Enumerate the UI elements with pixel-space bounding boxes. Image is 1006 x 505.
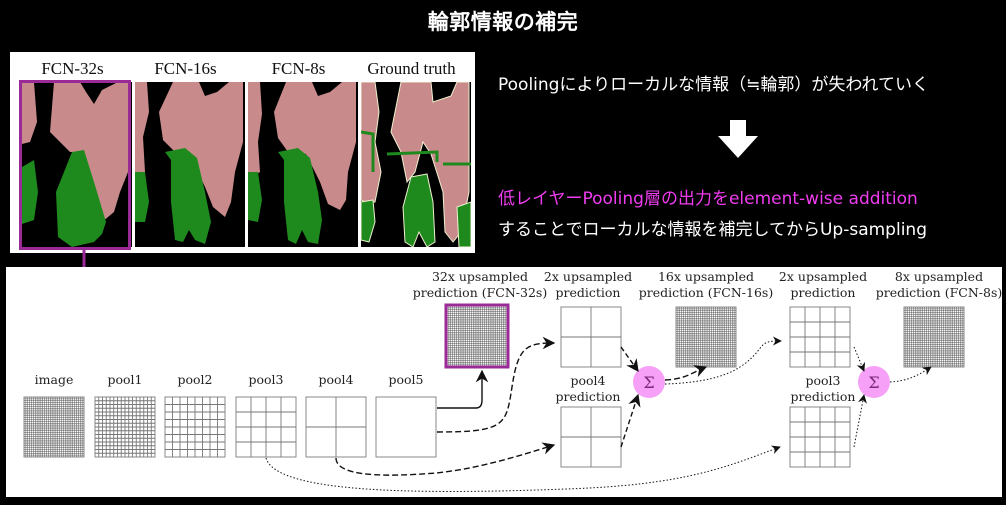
label-pool3-pred-line2: prediction	[791, 389, 856, 404]
sum-symbol-2: Σ	[868, 373, 879, 392]
segmentation-ground-truth	[361, 82, 471, 247]
label-32x-line2: prediction (FCN-32s)	[413, 285, 547, 300]
label-pool4-pred-line2: prediction	[556, 389, 621, 404]
fcn32s-output-grid	[446, 305, 508, 367]
label-16x-line2: prediction (FCN-16s)	[639, 285, 773, 300]
layer-grid-pool4	[305, 396, 367, 458]
label-fcn16s: FCN-16s	[154, 59, 217, 78]
note-element-wise-addition: 低レイヤーPooling層の出力をelement-wise addition	[498, 189, 918, 209]
slide-title: 輪郭情報の補完	[427, 10, 579, 34]
fcn16s-output-grid	[675, 306, 737, 368]
sum-symbol-1: Σ	[643, 373, 654, 392]
segmentation-fcn16s	[135, 82, 245, 247]
note-pooling-loses-local-info: Poolingによりローカルな情報（≒輪郭）が失われていく	[498, 75, 930, 95]
layer-grid-pool1	[94, 396, 156, 458]
label-pool3-pred-line1: pool3	[805, 373, 840, 388]
label-32x-line1: 32x upsampled	[432, 269, 528, 284]
pool3-prediction-grid	[789, 406, 851, 468]
label-2x-b-line1: 2x upsampled	[779, 269, 867, 284]
arrow-pool3-to-pool3-prediction	[265, 445, 781, 492]
arrow-sum2-to-fcn8s	[889, 366, 932, 383]
segmentation-fcn8s	[248, 82, 358, 247]
note-upsampling: することでローカルな情報を補完してからUp-sampling	[498, 220, 927, 240]
fcn32s-highlight-frame	[444, 303, 510, 369]
grid	[560, 306, 622, 368]
layer-label-image: image	[35, 372, 74, 387]
grid	[789, 306, 851, 368]
down-arrow-icon	[718, 120, 758, 158]
label-2x-b-line2: prediction	[791, 285, 856, 300]
2x-upsampled-grid-b	[789, 306, 851, 368]
arrow-pool4pred-to-sum1	[620, 393, 641, 448]
segmentation-comparison-panel: FCN-32s FCN-16s FCN-8s Ground truth	[10, 52, 475, 253]
layer-label-pool4: pool4	[318, 372, 353, 387]
fcn-architecture-diagram: image pool1 pool2 pool3 pool4 pool5 32x …	[6, 267, 1002, 497]
label-2x-a-line1: 2x upsampled	[544, 269, 632, 284]
arrow-sum1-to-2x-b	[664, 336, 782, 385]
label-8x-line2: prediction (FCN-8s)	[876, 285, 1002, 300]
segmentation-fcn32s	[22, 82, 132, 247]
layer-label-pool2: pool2	[177, 372, 212, 387]
label-ground-truth: Ground truth	[367, 59, 456, 78]
layer-grid-pool3	[235, 396, 297, 458]
grid	[560, 406, 622, 468]
2x-upsampled-grid-a	[560, 306, 622, 368]
arrow-2x-b-to-sum2	[853, 346, 866, 372]
arrow-pool5-to-2x-a	[436, 336, 556, 433]
arrow-pool4-to-pool4-prediction	[335, 442, 556, 476]
layer-label-pool5: pool5	[388, 372, 423, 387]
label-fcn8s: FCN-8s	[271, 59, 326, 78]
pool4-prediction-grid	[560, 406, 622, 468]
grid	[446, 305, 508, 367]
fcn8s-output-grid	[903, 306, 965, 368]
arrow-sum1-to-fcn16s	[664, 365, 708, 381]
label-8x-line1: 8x upsampled	[895, 269, 983, 284]
layer-grid-pool2	[164, 396, 226, 458]
label-fcn32s: FCN-32s	[41, 59, 104, 78]
sum-node-1	[633, 366, 665, 398]
label-2x-a-line2: prediction	[556, 285, 621, 300]
layer-grid-pool5	[375, 396, 437, 458]
arrow-pool3pred-to-sum2	[853, 394, 867, 448]
grid	[675, 306, 737, 368]
layer-label-pool3: pool3	[248, 372, 283, 387]
grid	[903, 306, 965, 368]
label-pool4-pred-line1: pool4	[570, 373, 605, 388]
layer-grid-image	[23, 396, 85, 458]
arrow-pool5-to-fcn32s	[437, 369, 489, 409]
arrow-2x-a-to-sum1	[620, 346, 639, 373]
layer-label-pool1: pool1	[107, 372, 142, 387]
sum-node-2	[858, 366, 890, 398]
label-16x-line1: 16x upsampled	[658, 269, 754, 284]
grid	[789, 406, 851, 468]
fcn32s-highlight-box	[19, 80, 131, 250]
